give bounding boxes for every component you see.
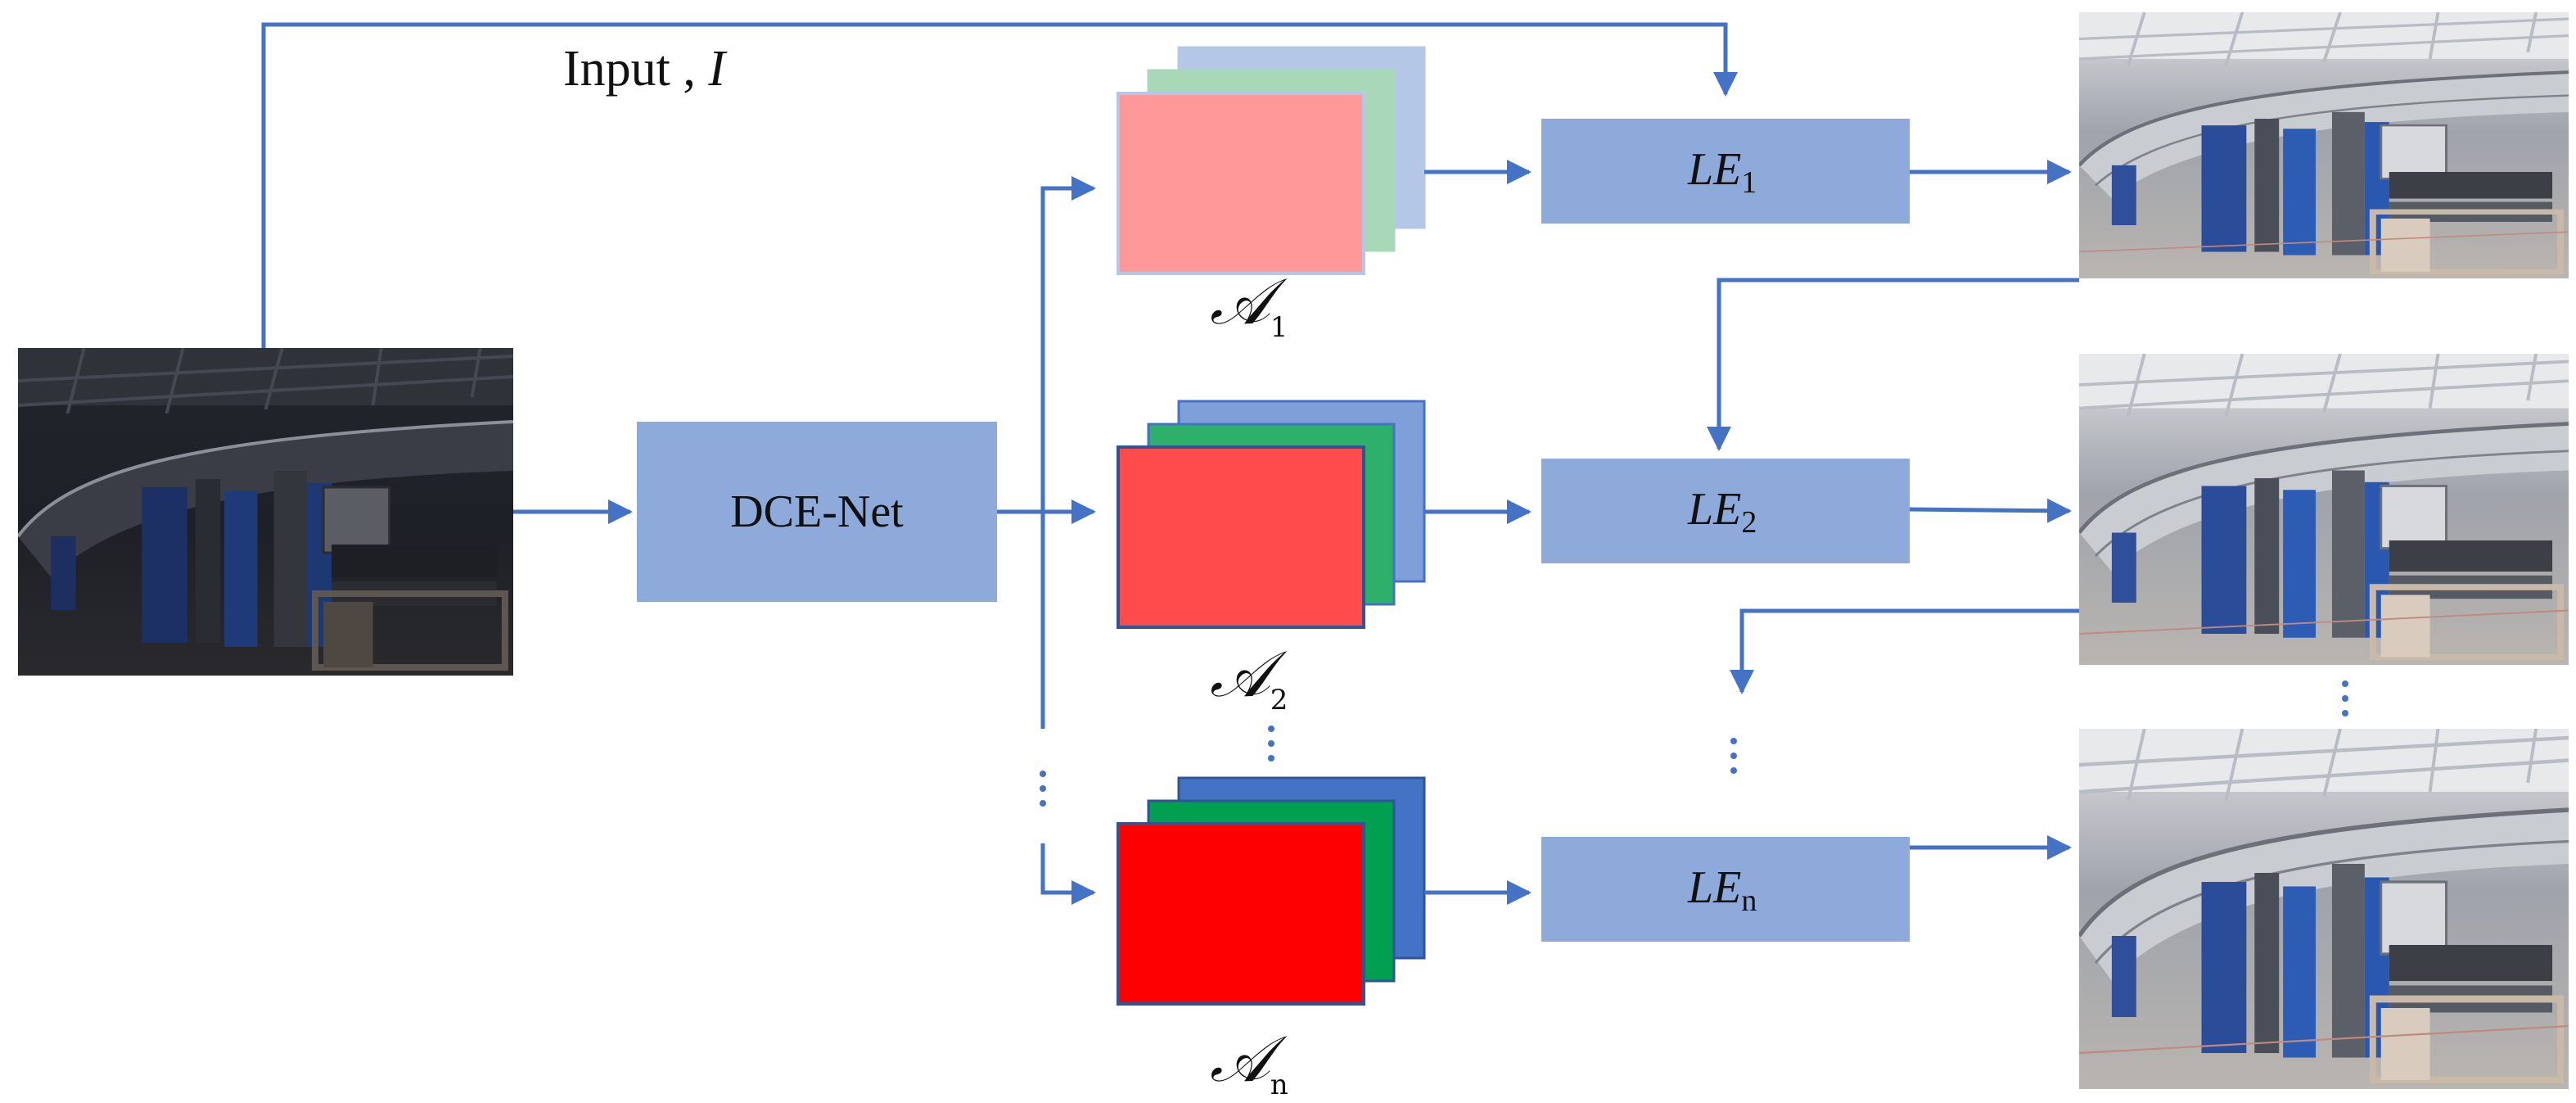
curve-map-stack-n	[1117, 776, 1426, 1006]
branch-to-map1-arrow	[1040, 176, 1096, 512]
map-ellipsis	[1268, 726, 1274, 762]
dce-net-label: DCE-Net	[730, 486, 904, 537]
le-n-label: LEn	[1687, 862, 1757, 918]
le-2-label: LE2	[1687, 484, 1757, 540]
le-1-label: LE1	[1687, 144, 1757, 200]
input-image	[18, 348, 513, 676]
output-ellipsis	[2342, 680, 2348, 716]
curve-map-stack-2	[1117, 400, 1426, 629]
output-image-2	[2079, 354, 2569, 665]
le-block-2: LE2	[1541, 459, 1910, 563]
output-image-1	[2079, 12, 2569, 278]
input-label: Input , I	[563, 41, 728, 97]
curve-map-1-label: 𝒜1	[1210, 265, 1288, 344]
output-image-n	[2079, 729, 2569, 1089]
le-block-n: LEn	[1541, 837, 1910, 942]
curve-map-n-label: 𝒜n	[1210, 1023, 1288, 1101]
branch-ellipsis	[1040, 771, 1046, 807]
dce-net-block: DCE-Net	[637, 422, 997, 602]
curve-map-stack-1	[1117, 46, 1426, 275]
le-block-1: LE1	[1541, 119, 1910, 224]
branch-to-mapn-arrow	[1040, 843, 1096, 905]
output2-to-next-le-arrow	[1730, 608, 2079, 694]
le2-to-output2-arrow	[1909, 498, 2072, 523]
le-ellipsis	[1730, 738, 1737, 774]
output1-to-le2-arrow	[1707, 278, 2079, 451]
input-to-le1-arrow	[261, 22, 1738, 348]
curve-map-2-label: 𝒜2	[1210, 638, 1288, 716]
